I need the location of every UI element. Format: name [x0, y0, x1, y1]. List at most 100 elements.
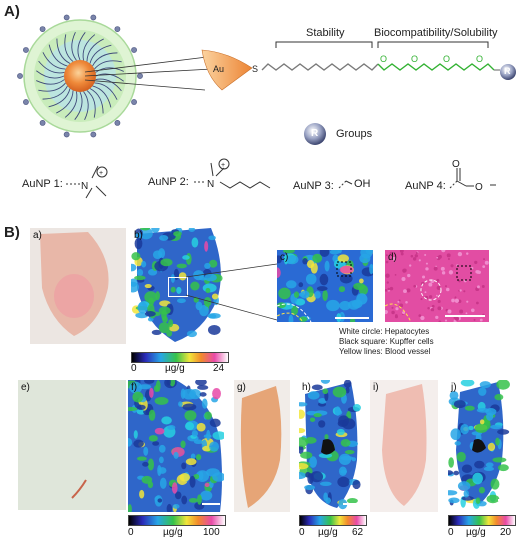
- colorbar-4: [448, 515, 516, 526]
- svg-text:O: O: [411, 54, 418, 64]
- section-b-label: B): [4, 224, 20, 241]
- heatmap-blob: [184, 421, 195, 431]
- heatmap-blob: [188, 228, 196, 232]
- heatmap-blob: [161, 416, 172, 425]
- au-label: Au: [213, 64, 225, 74]
- stain-speck: [479, 318, 483, 322]
- heatmap-blob: [209, 441, 220, 452]
- heatmap-blob: [151, 228, 160, 233]
- stain-speck: [424, 291, 427, 294]
- heatmap-blob: [195, 380, 207, 386]
- panel-g: g): [234, 380, 290, 512]
- heatmap-blob: [339, 300, 351, 311]
- stain-speck: [482, 265, 486, 268]
- panel-a-label: a): [33, 230, 42, 241]
- heatmap-blob: [337, 476, 350, 488]
- heatmap-blob: [152, 250, 163, 259]
- stain-speck: [466, 300, 469, 303]
- heatmap-blob: [208, 235, 216, 241]
- colorbar-2-unit: µg/g: [163, 527, 183, 538]
- r-groups-ball: [304, 123, 326, 145]
- stain-speck: [389, 251, 393, 255]
- heatmap-blob: [197, 384, 209, 390]
- stain-speck: [448, 270, 454, 275]
- ligand-chain: [38, 82, 66, 92]
- heatmap-blob: [457, 481, 471, 491]
- heatmap-blob: [157, 498, 163, 503]
- svg-text:O: O: [475, 182, 483, 193]
- oxygen-atoms: O O O O: [380, 54, 483, 64]
- stain-speck: [425, 262, 428, 265]
- heatmap-blob: [203, 434, 212, 439]
- heatmap-blob: [299, 427, 306, 434]
- nanoparticle: [17, 14, 143, 138]
- panel-e-label: e): [21, 382, 30, 393]
- heatmap-blob: [326, 299, 340, 312]
- heatmap-blob: [339, 265, 354, 274]
- heatmap-blob: [320, 380, 330, 384]
- heatmap-blob: [339, 273, 353, 284]
- heatmap-blob: [135, 232, 142, 239]
- stain-speck: [438, 254, 442, 259]
- heatmap-blob: [338, 415, 350, 426]
- heatmap-blob: [309, 456, 317, 468]
- stain-speck: [435, 315, 439, 319]
- heatmap-blob: [201, 398, 208, 409]
- heatmap-blob: [190, 453, 196, 460]
- heatmap-blob: [155, 380, 161, 392]
- stain-speck: [473, 318, 476, 321]
- heatmap-blob: [180, 440, 186, 449]
- stain-speck: [476, 301, 479, 305]
- stain-speck: [422, 275, 426, 279]
- heatmap-blob: [311, 384, 323, 391]
- ligand-headgroup: [39, 120, 46, 126]
- colorbar-1-min: 0: [131, 363, 137, 374]
- heatmap-blob: [204, 273, 217, 282]
- stain-speck: [395, 314, 398, 317]
- stain-speck: [428, 295, 433, 299]
- panel-d-label: d): [388, 252, 397, 263]
- heatmap-blob: [448, 470, 454, 476]
- heatmap-blob: [494, 393, 504, 401]
- heatmap-blob: [476, 407, 490, 413]
- stain-speck: [437, 299, 441, 304]
- stain-speck: [400, 252, 404, 256]
- heatmap-blob: [186, 330, 198, 338]
- heatmap-blob: [318, 453, 333, 459]
- heatmap-blob: [131, 263, 137, 272]
- heatmap-blob: [306, 260, 315, 269]
- heatmap-blob: [453, 470, 460, 476]
- heatmap-blob: [319, 250, 330, 257]
- au-wedge: [201, 49, 253, 91]
- heatmap-blob: [324, 260, 330, 272]
- ligand-chain: [95, 67, 124, 73]
- heatmap-blob: [203, 296, 212, 307]
- heatmap-blob: [191, 237, 199, 248]
- panel-b: b): [131, 228, 227, 344]
- heatmap-blob: [278, 287, 291, 300]
- heatmap-blob: [453, 400, 466, 409]
- heatmap-blob: [189, 475, 196, 488]
- heatmap-blob: [132, 391, 144, 403]
- heatmap-blob: [344, 450, 355, 455]
- heatmap-blob: [448, 490, 458, 496]
- heatmap-blob: [199, 471, 204, 481]
- heatmap-blob: [463, 490, 469, 498]
- stain-speck: [433, 266, 438, 271]
- zoom-lines: [84, 56, 213, 91]
- heatmap-blob: [332, 386, 347, 398]
- svg-text:N: N: [81, 181, 88, 192]
- heatmap-blob: [286, 280, 297, 289]
- heatmap-blob: [338, 453, 352, 466]
- panel-b-label: b): [134, 230, 143, 241]
- heatmap-blob: [475, 497, 481, 504]
- legend-black-square: Black square: Kupffer cells: [339, 337, 434, 346]
- heatmap-blob: [496, 380, 510, 390]
- stain-speck: [436, 285, 441, 290]
- ligand-headgroup: [39, 26, 46, 32]
- heatmap-blob: [288, 314, 294, 322]
- heatmap-blob: [298, 292, 305, 297]
- ligand-chain: [83, 91, 89, 120]
- heatmap-blob: [144, 283, 152, 289]
